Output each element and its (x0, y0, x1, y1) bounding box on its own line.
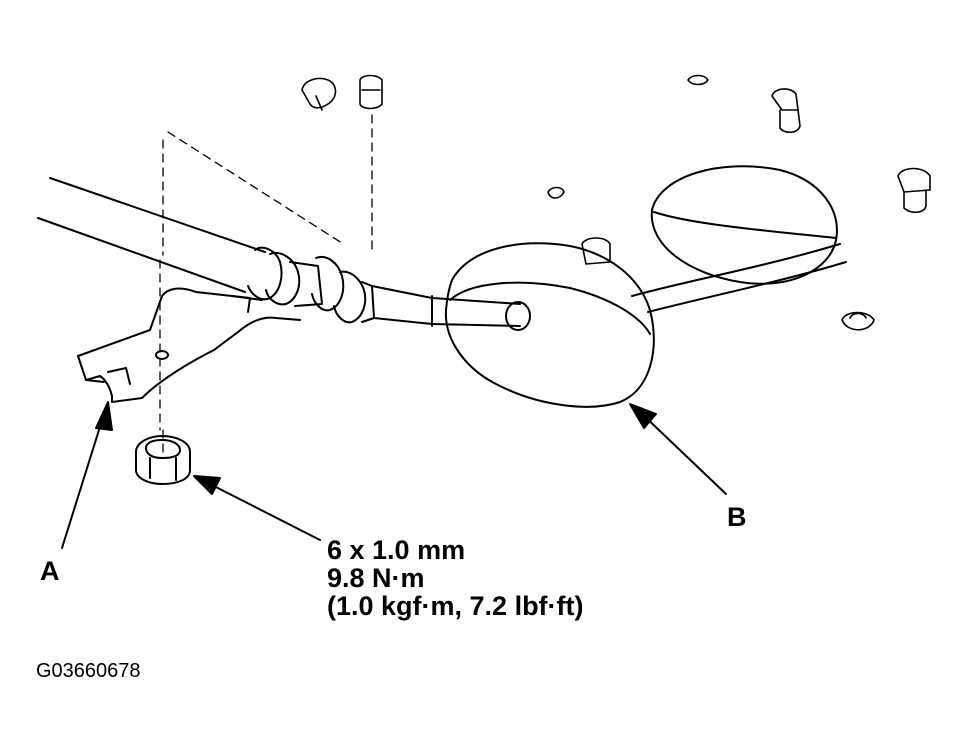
leader-arrow-b (629, 403, 727, 495)
cable-grommet (444, 242, 655, 408)
flange-nut (135, 435, 191, 485)
fastener-torque-alt: (1.0 kgf·m, 7.2 lbf·ft) (327, 591, 584, 621)
cable-end-fitting (247, 246, 433, 327)
fastener-torque-nm: 9.8 N·m (327, 563, 425, 593)
cable-to-lever (631, 243, 847, 313)
shift-cable-housing (37, 177, 266, 293)
fastener-spec: 6 x 1.0 mm 9.8 N·m (1.0 kgf·m, 7.2 lbf·f… (327, 536, 584, 620)
fastener-size: 6 x 1.0 mm (327, 535, 466, 565)
figure-code: G03660678 (36, 660, 141, 682)
background-bolts (301, 74, 931, 331)
dashed-reference-plane (159, 114, 373, 456)
leader-arrow-a (61, 401, 113, 549)
callout-label-a: A (40, 556, 60, 586)
leader-arrow-nut (193, 475, 321, 541)
callout-label-b: B (727, 502, 747, 532)
cable-bracket (77, 287, 301, 403)
lever-end (650, 165, 838, 285)
